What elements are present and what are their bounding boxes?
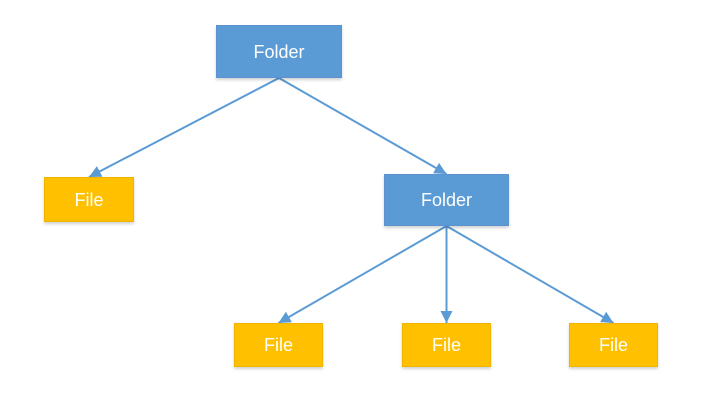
child-folder-node: Folder [384, 174, 509, 226]
arrowhead-child_folder [433, 162, 447, 174]
arrowhead-file_left [89, 166, 103, 177]
arrowhead-file_child_3 [600, 311, 614, 323]
file-child-3-label: File [598, 335, 628, 355]
child-folder-label: Folder [420, 190, 473, 210]
file-node-child-3: File [569, 323, 658, 367]
file-node-child-2: File [402, 323, 491, 367]
arrowhead-file_child_1 [278, 311, 292, 323]
file-node-child-1: File [234, 323, 323, 367]
file-child-1-label: File [263, 335, 293, 355]
edge-child_folder-to-file_child_3 [445, 225, 615, 324]
root-folder-label: Folder [253, 41, 305, 62]
file-node-left: File [44, 177, 134, 222]
arrowhead-file_child_2 [440, 311, 453, 323]
edge-root_folder-to-file_left [88, 77, 280, 178]
file-child-2-label: File [431, 335, 461, 355]
root-folder-node: Folder [216, 25, 342, 78]
edge-child_folder-to-file_child_1 [277, 225, 448, 324]
edge-root_folder-to-child_folder [278, 77, 447, 175]
file-left-label: File [74, 189, 104, 210]
